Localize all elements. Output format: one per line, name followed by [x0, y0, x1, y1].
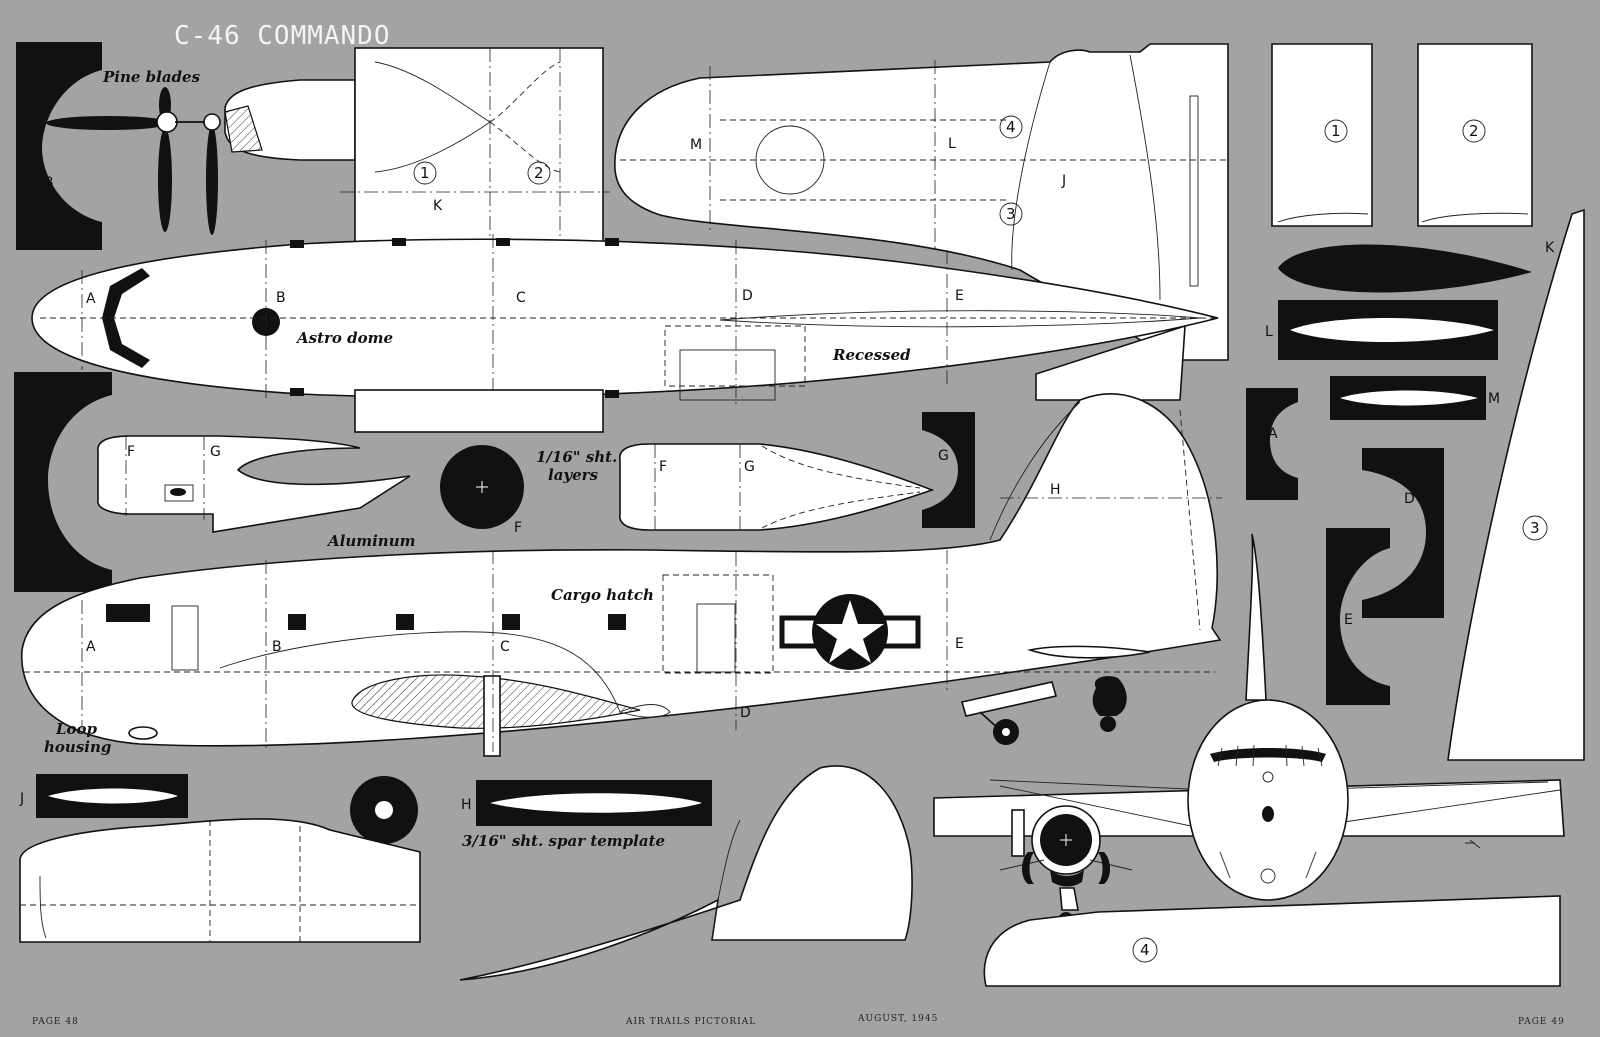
- label-e-bulkhead: E: [1344, 612, 1353, 628]
- label-k-wing: K: [433, 198, 443, 214]
- label-d-top: D: [742, 288, 753, 304]
- label-c-side: C: [500, 639, 510, 655]
- label-c-bulkhead: C: [42, 508, 52, 524]
- label-b-side: B: [272, 639, 282, 655]
- rib-2-template: [1417, 43, 1533, 227]
- label-e-side: E: [955, 636, 964, 652]
- bulkhead-e: [1326, 528, 1390, 705]
- label-g-former: G: [938, 448, 949, 464]
- note-recessed: Recessed: [832, 346, 911, 364]
- stab-tip-lower: [1035, 324, 1186, 401]
- rib-1-template: [1271, 43, 1373, 227]
- label-j-stab: J: [1061, 173, 1066, 189]
- nacelle-side-view: [97, 435, 411, 533]
- part-1-rib: 1: [1331, 122, 1341, 140]
- fuselage-side-view: [21, 393, 1222, 747]
- nacelle-hatched: [224, 105, 263, 153]
- template-k: [1278, 244, 1532, 293]
- bulkhead-a: [1246, 388, 1298, 500]
- bulkhead-b: [16, 42, 102, 250]
- propeller: [46, 87, 221, 235]
- label-b-top: B: [276, 290, 286, 306]
- note-astro-dome: Astro dome: [295, 329, 393, 347]
- wing-root-plan: [354, 47, 604, 261]
- label-a-side: A: [86, 639, 96, 655]
- note-aluminum: Aluminum: [326, 532, 416, 550]
- footer-date: AUGUST, 1945: [857, 1014, 938, 1024]
- label-f-former: F: [514, 520, 522, 536]
- wing-panel-4: [983, 895, 1561, 987]
- bulkhead-d: [1362, 448, 1444, 618]
- part-4-stab: 4: [1006, 118, 1016, 136]
- label-m-stab: M: [690, 137, 702, 153]
- part-2-rib: 2: [1469, 122, 1479, 140]
- label-l-stab: L: [948, 136, 956, 152]
- label-d-side: D: [740, 705, 751, 721]
- nacelle-plan: [619, 443, 935, 531]
- footer-page-left: PAGE 48: [32, 1017, 79, 1027]
- footer-page-right: PAGE 49: [1518, 1017, 1565, 1027]
- part-1-wing: 1: [420, 164, 430, 182]
- note-sheet-layers-2: layers: [548, 466, 599, 484]
- note-loop-housing-2: housing: [44, 738, 111, 756]
- gear-strut-front: [1092, 676, 1127, 732]
- wing-root-lower: [354, 389, 604, 433]
- part-3-stab: 3: [1006, 205, 1016, 223]
- part-4-panel: 4: [1140, 941, 1150, 959]
- label-a-top: A: [86, 291, 96, 307]
- label-b-bulkhead: B: [44, 175, 54, 191]
- footer-magazine: AIR TRAILS PICTORIAL: [625, 1017, 756, 1027]
- label-m-template: M: [1488, 391, 1500, 407]
- stabilizer-top-view: [614, 43, 1229, 361]
- label-f-nacelle-plan: F: [659, 459, 667, 475]
- label-g-nacelle: G: [210, 444, 221, 460]
- note-spar-template: 3/16" sht. spar template: [462, 832, 665, 850]
- label-k-template: K: [1545, 240, 1555, 256]
- wing-panel-lower: [19, 818, 421, 943]
- label-a-bulkhead: A: [1268, 426, 1278, 442]
- wing-panel-3: [1447, 208, 1585, 761]
- label-e-top: E: [955, 288, 964, 304]
- part-3-panel: 3: [1530, 519, 1540, 537]
- label-j-template: J: [19, 791, 24, 807]
- label-l-template: L: [1265, 324, 1273, 340]
- bulkhead-c: [14, 372, 112, 592]
- fin-plan: [459, 765, 913, 981]
- part-2-wing: 2: [534, 164, 544, 182]
- label-d-bulkhead: D: [1404, 491, 1415, 507]
- note-cargo-hatch: Cargo hatch: [551, 586, 654, 604]
- note-loop-housing-1: Loop: [55, 720, 98, 738]
- plan-title: C-46 COMMANDO: [174, 21, 391, 51]
- label-g-nacelle-plan: G: [744, 459, 755, 475]
- note-pine-blades: Pine blades: [102, 68, 201, 86]
- label-h-fin: H: [1050, 482, 1061, 498]
- national-insignia: [779, 594, 921, 670]
- former-g: [922, 412, 975, 528]
- note-sheet-layers-1: 1/16" sht.: [536, 448, 617, 466]
- label-f-nacelle: F: [127, 444, 135, 460]
- label-c-top: C: [516, 290, 526, 306]
- label-h-template: H: [461, 797, 472, 813]
